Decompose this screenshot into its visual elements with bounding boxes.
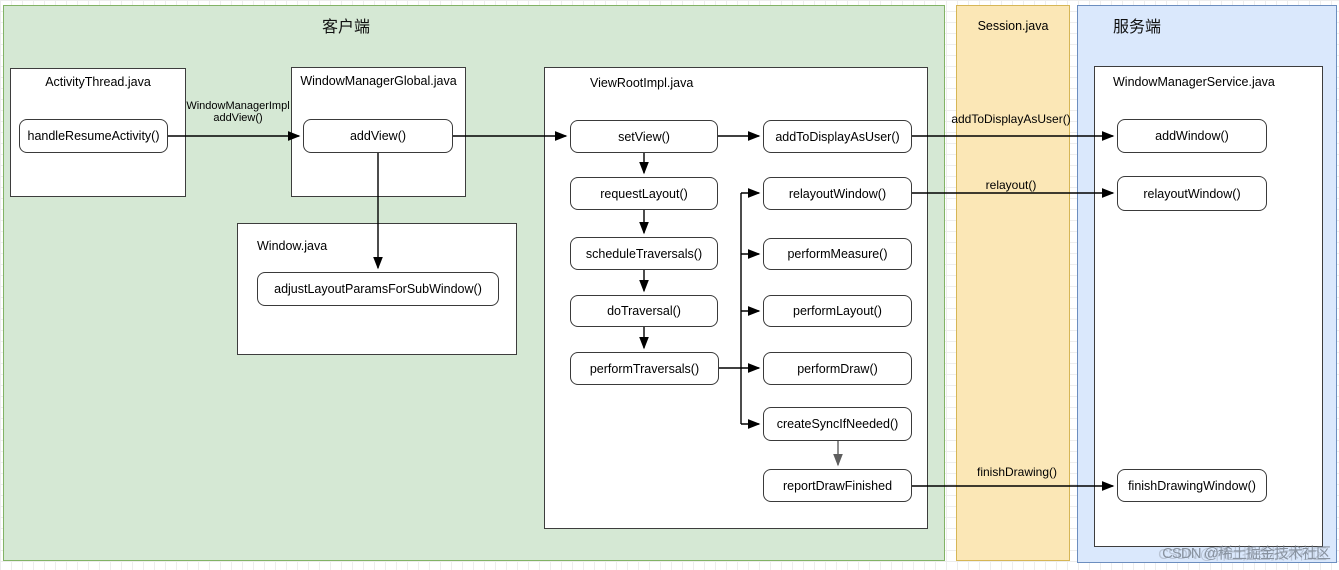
class-title-window-manager-global: WindowManagerGlobal.java <box>300 74 457 88</box>
watermark: CSDN @稀土掘金技术社区 <box>1162 545 1331 562</box>
region-session-title: Session.java <box>977 19 1049 33</box>
method-perform-measure: performMeasure() <box>763 238 912 270</box>
method-add-view: addView() <box>303 119 453 153</box>
method-relayout-window: relayoutWindow() <box>763 177 912 210</box>
method-perform-layout: performLayout() <box>763 295 912 327</box>
method-report-draw-finished: reportDrawFinished <box>763 469 912 502</box>
method-add-to-display-as-user: addToDisplayAsUser() <box>763 120 912 153</box>
method-set-view: setView() <box>570 120 718 153</box>
method-schedule-traversals: scheduleTraversals() <box>570 237 718 270</box>
edge-label-relayout: relayout() <box>985 178 1037 192</box>
method-handle-resume-activity: handleResumeActivity() <box>19 119 168 153</box>
method-finish-drawing-window: finishDrawingWindow() <box>1117 469 1267 502</box>
class-title-window: Window.java <box>257 239 328 253</box>
method-relayout-window-service: relayoutWindow() <box>1117 176 1267 211</box>
edge-label-add-to-display-as-user: addToDisplayAsUser() <box>951 112 1071 126</box>
class-title-window-manager-service: WindowManagerService.java <box>1113 75 1275 89</box>
edge-label-line1: WindowManagerImpl <box>186 100 290 112</box>
edge-label-window-manager-impl-add-view: WindowManagerImpl addView() <box>180 100 296 124</box>
method-adjust-layout-params-for-sub-window: adjustLayoutParamsForSubWindow() <box>257 272 499 306</box>
method-perform-traversals: performTraversals() <box>570 352 719 385</box>
method-do-traversal: doTraversal() <box>570 295 718 327</box>
region-client-title: 客户端 <box>322 19 371 36</box>
region-server-title: 服务端 <box>1113 19 1162 36</box>
method-perform-draw: performDraw() <box>763 352 912 385</box>
class-title-view-root-impl: ViewRootImpl.java <box>590 76 694 90</box>
edge-label-finish-drawing: finishDrawing() <box>976 465 1058 479</box>
region-session <box>956 5 1070 561</box>
class-title-activity-thread: ActivityThread.java <box>45 75 151 89</box>
method-create-sync-if-needed: createSyncIfNeeded() <box>763 407 912 441</box>
edge-label-line2: addView() <box>213 111 263 124</box>
method-add-window: addWindow() <box>1117 119 1267 153</box>
method-request-layout: requestLayout() <box>570 177 718 210</box>
